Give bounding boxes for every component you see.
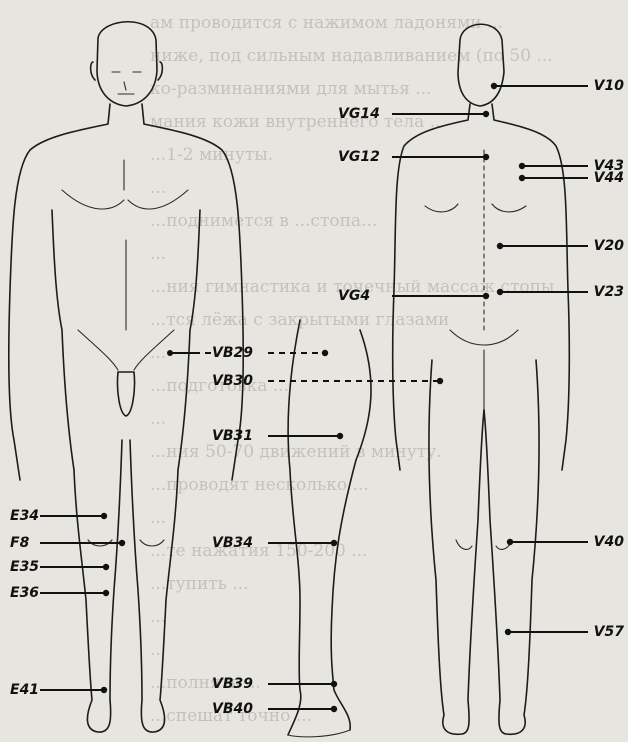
acupoint-dot-v23 (497, 289, 503, 295)
acupoint-dot-e34 (101, 513, 107, 519)
background-text-line: ...проводят несколько ... (150, 475, 369, 495)
label-f8: F8 (10, 535, 30, 551)
label-vb29: VB29 (212, 345, 253, 361)
background-text-line: ам проводится с нажимом ладонями ... (150, 13, 503, 33)
background-text-line: ... (150, 409, 166, 429)
acupoint-dot-vg14 (483, 111, 489, 117)
background-text-line: ...поднимется в ...стопа... (150, 211, 377, 231)
acupoint-dot-e35 (103, 564, 109, 570)
background-text-line: ... (150, 343, 166, 363)
acupoint-dot-f8 (119, 540, 125, 546)
label-e36: E36 (10, 585, 39, 601)
acupoint-dot-vb29 (322, 350, 328, 356)
label-vg14: VG14 (338, 106, 380, 122)
label-v10: V10 (594, 78, 625, 94)
acupoint-dot-vb30 (437, 378, 443, 384)
acupoint-dot-v44 (519, 175, 525, 181)
label-vb39: VB39 (212, 676, 253, 692)
label-vb34: VB34 (212, 535, 253, 551)
label-v57: V57 (594, 624, 625, 640)
background-text-line: ... (150, 178, 166, 198)
side-leg-figure (288, 320, 371, 737)
background-text-line: ...1-2 минуты. (150, 145, 273, 165)
acupoint-dot-vb31 (337, 433, 343, 439)
acupoint-dot-v57 (505, 629, 511, 635)
label-vg4: VG4 (338, 288, 370, 304)
label-v23: V23 (594, 284, 624, 300)
acupoint-dot-v40 (507, 539, 513, 545)
acupoint-dot-v10 (491, 83, 497, 89)
acupoint-dot-e36 (103, 590, 109, 596)
background-text-line: ниже, под сильным надавливанием (по 50 .… (150, 46, 553, 66)
acupoint-dot-vb39 (331, 681, 337, 687)
background-text-line: ко-разминаниями для мытья ... (150, 79, 431, 99)
acupoint-dot-v43 (519, 163, 525, 169)
label-vb30: VB30 (212, 373, 253, 389)
acupoint-dot-vb40 (331, 706, 337, 712)
label-vb40: VB40 (212, 701, 253, 717)
label-vb31: VB31 (212, 428, 253, 444)
background-text-line: ... (150, 607, 166, 627)
acupoint-dot-vg12 (483, 154, 489, 160)
label-v44: V44 (594, 170, 624, 186)
background-text-line: ... (150, 508, 166, 528)
acupoint-pointers (40, 83, 588, 712)
label-v20: V20 (594, 238, 625, 254)
label-v40: V40 (594, 534, 625, 550)
background-text-line: ...тупить ... (150, 574, 249, 594)
label-e34: E34 (10, 508, 39, 524)
label-e41: E41 (10, 682, 39, 698)
label-vg12: VG12 (338, 149, 380, 165)
acupoint-dot-v20 (497, 243, 503, 249)
acupoint-dot-vg4 (483, 293, 489, 299)
label-e35: E35 (10, 559, 39, 575)
acupoint-dot-e41 (101, 687, 107, 693)
acupoint-dot-vb34 (331, 540, 337, 546)
background-text-line: ... (150, 244, 166, 264)
